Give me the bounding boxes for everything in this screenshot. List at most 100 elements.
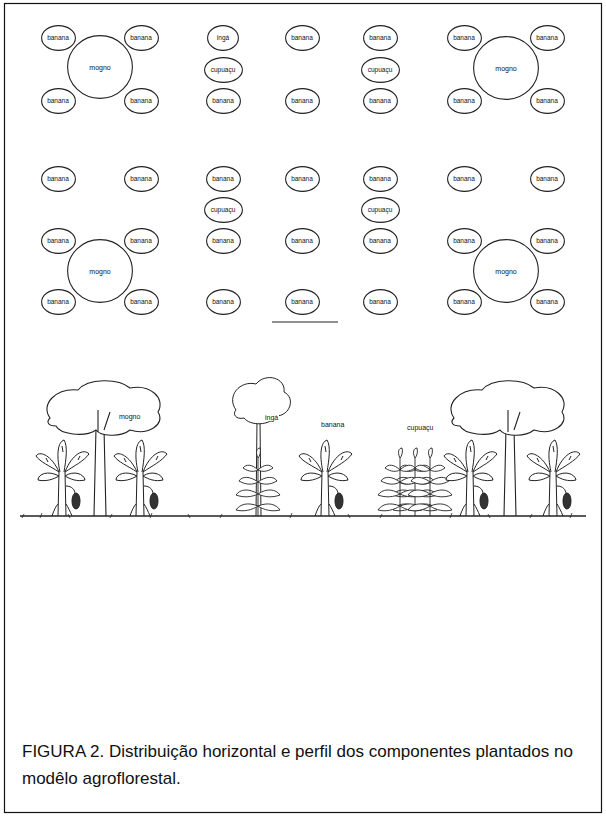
plant-circle: banana [124, 289, 159, 315]
plant-circle: banana [530, 289, 565, 315]
circle-shape [530, 89, 564, 114]
plant-circle: banana [363, 289, 398, 315]
circle-shape [530, 229, 564, 254]
plant-name: banana [453, 98, 475, 105]
plant-circle: banana [41, 25, 76, 51]
plant-name: banana [536, 98, 558, 105]
plant-name: banana [453, 238, 475, 245]
plant-circle: cupuaçu [361, 197, 400, 223]
plant-name: banana [130, 176, 152, 183]
circle-shape [206, 229, 240, 254]
plant-name: banana [130, 98, 152, 105]
circle-shape [124, 167, 158, 192]
plant-name: banana [453, 299, 475, 306]
plant-label: banana [320, 421, 345, 428]
circle-shape [41, 89, 75, 114]
plant-circle: banana [124, 25, 159, 51]
figure-caption: FIGURA 2. Distribuição horizontal e perf… [22, 738, 588, 792]
plant-circle: banana [447, 25, 482, 51]
plant-name: banana [130, 238, 152, 245]
plant-name: mogno [89, 64, 110, 71]
plant-circle: banana [41, 88, 76, 114]
plant-circle: banana [447, 228, 482, 254]
plant-circle: banana [206, 228, 241, 254]
circle-shape [124, 229, 158, 254]
circle-shape [447, 26, 481, 51]
plant-circle: banana [285, 88, 320, 114]
plant-circle: banana [363, 166, 398, 192]
plant-name: banana [47, 238, 69, 245]
plant-circle: banana [41, 166, 76, 192]
plant-name: mogno [495, 65, 516, 72]
plant-name: cupuaçu [368, 67, 393, 74]
plant-circle: ingá [207, 25, 239, 51]
plant-name: banana [212, 176, 234, 183]
circle-shape [206, 89, 240, 114]
plant-circle: banana [124, 88, 159, 114]
plant-circle: banana [447, 289, 482, 315]
plant-name: ingá [217, 35, 229, 42]
circle-shape [124, 290, 158, 315]
circle-shape [285, 290, 319, 315]
plant-circle: banana [530, 166, 565, 192]
plant-circle: banana [363, 25, 398, 51]
plant-name: banana [536, 35, 558, 42]
plant-name: banana [369, 238, 391, 245]
plant-name: banana [369, 299, 391, 306]
circle-shape [447, 167, 481, 192]
circle-shape [285, 229, 319, 254]
plant-circle: banana [124, 228, 159, 254]
circle-shape [530, 290, 564, 315]
circle-shape [361, 58, 399, 83]
circle-shape [530, 167, 564, 192]
plant-name: banana [47, 35, 69, 42]
plant-label: cupuaçu [406, 424, 434, 431]
circle-shape [447, 290, 481, 315]
circle-shape [208, 26, 239, 51]
plant-name: banana [536, 238, 558, 245]
circle-shape [361, 198, 399, 223]
plant-name: banana [47, 98, 69, 105]
plant-circle: banana [285, 25, 320, 51]
circle-shape [206, 167, 240, 192]
circle-shape [68, 36, 133, 99]
plant-label: ingá [264, 414, 279, 421]
plant-circle: cupuaçu [361, 57, 400, 83]
plant-name: banana [291, 98, 313, 105]
plant-circle: banana [363, 88, 398, 114]
circle-shape [285, 26, 319, 51]
circle-shape [363, 290, 397, 315]
circle-shape [363, 167, 397, 192]
circle-shape [206, 290, 240, 315]
plant-circle: banana [530, 88, 565, 114]
plant-circle: banana [530, 25, 565, 51]
circle-shape [41, 26, 75, 51]
plant-circle: banana [530, 228, 565, 254]
circle-shape [204, 58, 242, 83]
circle-shape [68, 240, 133, 303]
plant-circle: cupuaçu [204, 57, 243, 83]
plant-name: banana [47, 176, 69, 183]
plant-name: banana [291, 35, 313, 42]
plant-name: banana [369, 176, 391, 183]
circle-shape [285, 89, 319, 114]
plant-name: banana [536, 176, 558, 183]
plant-name: banana [291, 299, 313, 306]
plant-circle: banana [447, 166, 482, 192]
plant-name: mogno [89, 268, 110, 275]
circle-shape [474, 240, 539, 303]
plant-name: mogno [495, 268, 516, 275]
circle-shape [447, 229, 481, 254]
circle-shape [363, 89, 397, 114]
plant-circle: banana [363, 228, 398, 254]
plant-circle: banana [41, 228, 76, 254]
plant-name: cupuaçu [211, 67, 236, 74]
circle-shape [474, 37, 539, 100]
plant-name: banana [130, 35, 152, 42]
tree-circle: mogno [67, 239, 133, 303]
plant-name: banana [291, 238, 313, 245]
plant-name: cupuaçu [211, 207, 236, 214]
plant-circle: banana [206, 166, 241, 192]
